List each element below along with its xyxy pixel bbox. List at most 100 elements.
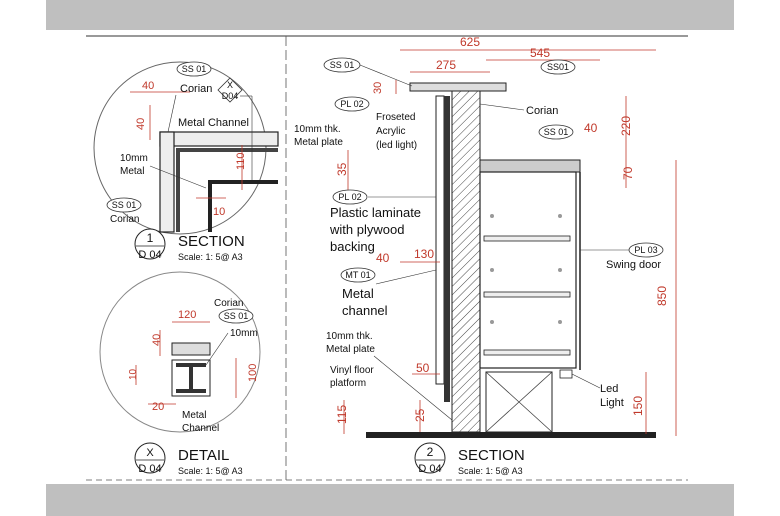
dim-70: 70 (621, 166, 635, 180)
section-2-scale: Scale: 1: 5@ A3 (458, 466, 523, 476)
label-plate2-2: Metal plate (326, 344, 375, 355)
label-swing-door: Swing door (606, 259, 661, 271)
detail-scale: Scale: 1: 5@ A3 (178, 466, 243, 476)
dim-120: 120 (178, 309, 196, 321)
detail-label-metal: Metal (182, 410, 206, 421)
detail-sheet: D 04 (138, 463, 161, 475)
label-frosted-2: Acrylic (376, 126, 405, 137)
label-metal: Metal (120, 166, 144, 177)
tag-ss01-c-text: SS 01 (544, 127, 569, 137)
label-10mm: 10mm (120, 153, 148, 164)
tag-ss01-top (176, 61, 212, 77)
label-laminate-2: with plywood (329, 222, 404, 237)
dim-40-b: 40 (376, 251, 390, 265)
label-frosted-1: Froseted (376, 112, 415, 123)
metal-channel (435, 95, 445, 385)
section-1-number: 1 (147, 231, 154, 245)
dim-10: 10 (213, 206, 225, 218)
section-2-number: 2 (427, 445, 434, 459)
dim-35: 35 (335, 162, 349, 176)
corian-top-slab (159, 131, 279, 147)
tag-ss01-b (540, 59, 576, 75)
dim-625: 625 (460, 35, 480, 49)
dim-20: 20 (152, 401, 164, 413)
section-2-title: SECTION (458, 447, 525, 464)
dim-100: 100 (247, 364, 259, 382)
tag-ss01-bottom (106, 197, 142, 213)
dim-40-main: 40 (584, 121, 598, 135)
section-1-scale: Scale: 1: 5@ A3 (178, 252, 243, 262)
tag-ss01-a-text: SS 01 (330, 60, 355, 70)
label-vinyl-2: platform (330, 378, 366, 389)
label-plate-2: Metal plate (294, 137, 343, 148)
dim-50: 50 (416, 361, 430, 375)
shelf-1 (483, 235, 571, 242)
label-laminate-1: Plastic laminate (330, 205, 421, 220)
detail-tag-ss01-text: SS 01 (224, 311, 249, 321)
top-cap (409, 82, 507, 92)
dim-275: 275 (436, 58, 456, 72)
detail-title-bubble (134, 442, 166, 474)
dim-40-detail: 40 (151, 334, 163, 346)
bottom-gray-band (46, 484, 734, 516)
tag-ss01-c (538, 124, 574, 140)
label-laminate-3: backing (330, 239, 375, 254)
section-2-view: 625 545 275 30 40 220 70 35 850 130 40 5… (294, 35, 677, 476)
tag-mt01 (340, 267, 376, 283)
label-vinyl-1: Vinyl floor (330, 365, 374, 376)
detail-corian-block (171, 342, 211, 356)
tag-ss01-top-text: SS 01 (182, 64, 207, 74)
label-led-1: Led (600, 383, 618, 395)
hatched-wall (451, 85, 481, 433)
section-1-title: SECTION (178, 233, 245, 250)
label-channel-1: Metal (342, 286, 374, 301)
label-frosted-3: (led light) (376, 140, 417, 151)
section-2-title-bubble (414, 442, 446, 474)
dim-130: 130 (414, 247, 434, 261)
detail-tag-ss01 (218, 308, 254, 324)
counter-top (479, 159, 581, 173)
dim-110: 110 (235, 152, 247, 170)
dim-40-top: 40 (142, 80, 154, 92)
floor-slab (366, 432, 656, 438)
detail-number: X (146, 447, 154, 459)
detail-circle (99, 271, 261, 433)
metal-channel-profile (176, 148, 278, 232)
tag-mt01-text: MT 01 (345, 270, 370, 280)
dim-25: 25 (413, 408, 427, 422)
shelf-3 (483, 349, 571, 356)
label-corian-main: Corian (526, 105, 558, 117)
label-plate2-1: 10mm thk. (326, 331, 373, 342)
dim-10-detail: 10 (128, 368, 139, 380)
dim-115: 115 (335, 405, 349, 424)
label-metal-channel: Metal Channel (178, 117, 249, 129)
dim-30: 30 (372, 82, 384, 94)
top-gray-band (46, 0, 734, 30)
shelf-2 (483, 291, 571, 298)
label-plate-1: 10mm thk. (294, 124, 341, 135)
tag-ss01-b-text: SS01 (547, 62, 569, 72)
led-light-fixture (559, 369, 573, 379)
section-1-view: 40 40 110 10 SS 01 X D04 SS 01 Corian Me… (93, 61, 279, 262)
label-corian: Corian (180, 83, 212, 95)
tag-pl03-text: PL 03 (634, 245, 657, 255)
dim-40-side: 40 (135, 118, 147, 130)
ref-diamond (217, 77, 243, 103)
detail-label-channel: Channel (182, 423, 219, 434)
ref-x-text: X (227, 80, 233, 90)
label-channel-2: channel (342, 303, 388, 318)
tag-pl02-b (332, 189, 368, 205)
tag-pl02-a (334, 96, 370, 112)
dim-850: 850 (655, 286, 669, 306)
ref-sheet-text: D04 (222, 91, 239, 101)
label-corian-bottom: Corian (110, 214, 139, 225)
corian-side-slab (159, 131, 175, 233)
section-2-sheet: D 04 (418, 463, 441, 475)
tag-pl02-b-text: PL 02 (338, 192, 361, 202)
tag-pl02-a-text: PL 02 (340, 99, 363, 109)
section-1-title-bubble (134, 228, 166, 260)
detail-label-corian: Corian (214, 298, 243, 309)
label-led-2: Light (600, 397, 624, 409)
detail-view: 120 40 10 100 20 Corian SS 01 10mm Metal… (99, 271, 261, 476)
